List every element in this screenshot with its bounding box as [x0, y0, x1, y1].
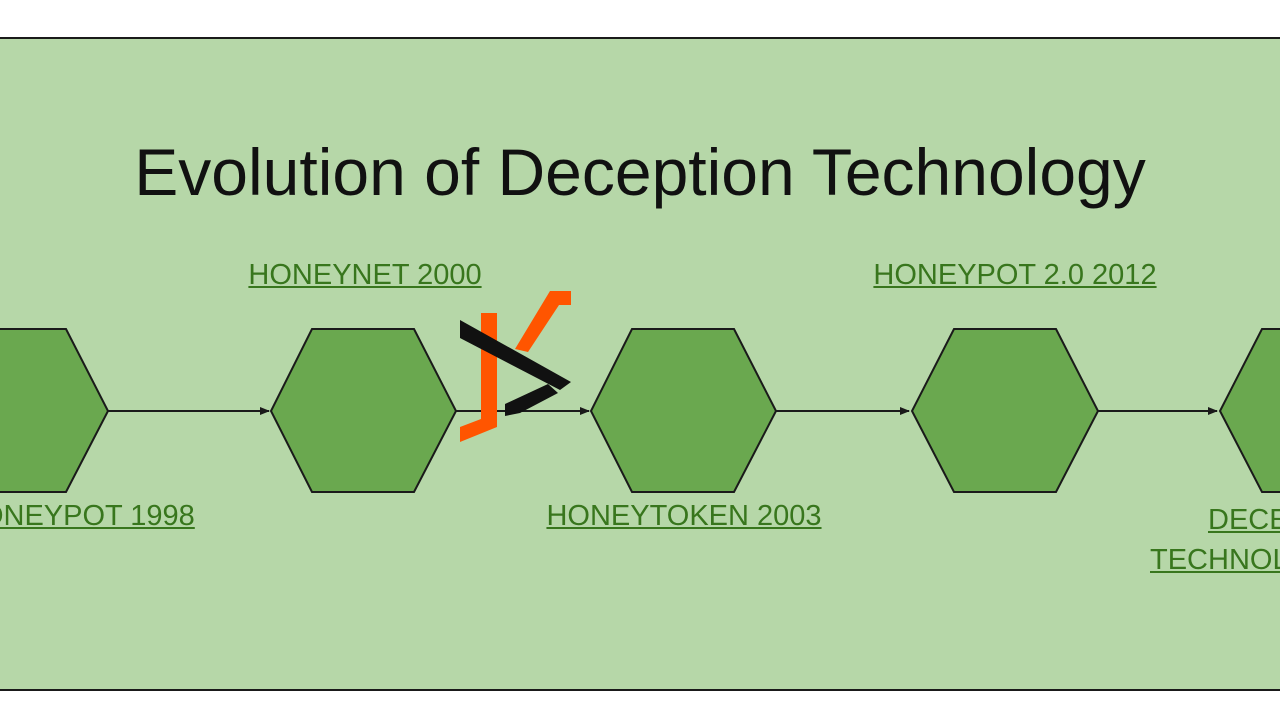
milestone-hexagon [0, 328, 110, 493]
milestone-hexagon [910, 328, 1100, 493]
milestone-link-honeytoken-2003[interactable]: HONEYTOKEN 2003 [546, 500, 822, 532]
milestone-hexagon [269, 328, 458, 493]
milestone-label-line: TECHNOLOGY [1150, 544, 1280, 576]
page-title: Evolution of Deception Technology [134, 135, 1146, 209]
milestone-link-honeypot-2-2012[interactable]: HONEYPOT 2.0 2012 [873, 259, 1157, 291]
brand-logo-icon [460, 291, 571, 442]
milestone-hexagon [589, 328, 778, 493]
milestone-link-honeynet-2000[interactable]: HONEYNET 2000 [248, 259, 482, 291]
milestone-label-line: DECEPTION [1208, 504, 1280, 536]
milestone-link-honeypot-1998[interactable]: HONEYPOT 1998 [0, 500, 195, 532]
milestone-hexagon [1218, 328, 1280, 493]
milestone-link-deception-technology[interactable]: DECEPTION TECHNOLOGY [1120, 500, 1280, 580]
